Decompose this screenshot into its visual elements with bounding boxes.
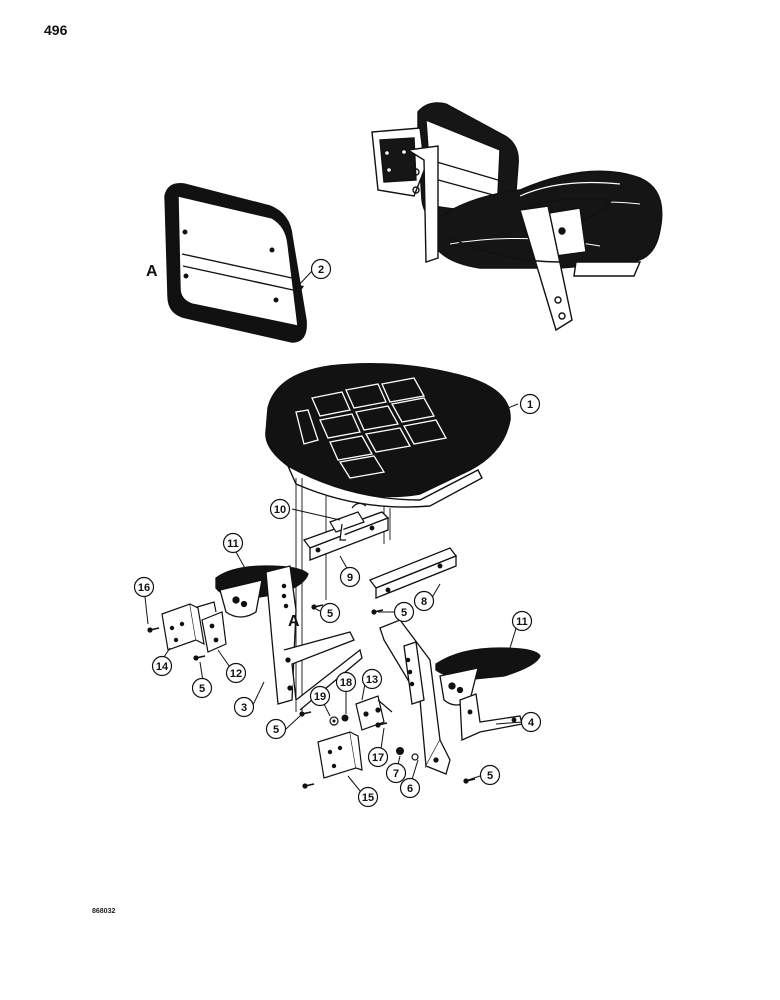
callout-16: 16 [133,576,155,598]
callout-19: 19 [309,685,331,707]
placement-arrows [294,284,502,416]
fasteners [146,603,476,790]
callout-number: 10 [274,504,286,516]
callout-10: 10 [269,498,291,520]
callout-number: 9 [347,572,353,584]
callout-number: 5 [327,608,333,620]
callout-11: 11 [511,610,533,632]
latch-part-13 [355,695,393,731]
callout-number: 13 [366,674,378,686]
back-cushion-part-2 [164,183,307,343]
callout-number: 5 [199,683,205,695]
plate-part-15 [317,731,363,779]
callout-number: 15 [362,792,374,804]
callout-13: 13 [361,668,383,690]
callout-number: 14 [156,661,169,673]
arm-bracket-part-4 [459,693,523,741]
callout-number: 11 [227,538,239,550]
callout-12: 12 [225,662,247,684]
seat-cushion-part-1 [265,363,511,508]
callout-number: 11 [516,616,528,628]
callout-number: 18 [340,677,352,689]
callout-number: 8 [421,596,427,608]
latch-part-10 [329,502,367,541]
callout-number: 19 [314,691,326,703]
bracket-part-12 [193,601,227,653]
callout-17: 17 [367,746,389,768]
view-label-a-back: A [146,263,158,280]
callout-number: 12 [230,668,242,680]
callout-number: 5 [487,770,493,782]
callout-2: 2 [310,258,332,280]
right-armrest-part-11 [435,647,541,706]
view-label-a-support: A [288,613,300,630]
callout-number: 6 [407,783,413,795]
callout-number: 4 [528,717,535,729]
callout-8: 8 [413,590,435,612]
callout-7: 7 [385,762,407,784]
callout-15: 15 [357,786,379,808]
callout-9: 9 [339,566,361,588]
callout-1: 1 [519,393,541,415]
callout-5: 5 [393,601,415,623]
callout-number: 7 [393,768,399,780]
callout-number: 2 [318,264,324,276]
callout-number: 16 [138,582,150,594]
callout-number: 17 [372,752,384,764]
callout-3: 3 [233,696,255,718]
callout-6: 6 [399,777,421,799]
callout-number: 5 [401,607,407,619]
callout-number: 3 [241,702,247,714]
callout-4: 4 [520,711,542,733]
slide-rail-part-9 [302,511,390,561]
callout-5: 5 [479,764,501,786]
callout-number: 1 [527,399,533,411]
callout-14: 14 [151,655,173,677]
callout-18: 18 [335,671,357,693]
figure-reference-number: 868032 [92,908,116,915]
bracket-part-14 [161,603,205,651]
page-number: 496 [44,22,68,38]
assembled-seat-illustration [371,102,663,332]
callout-number: 5 [273,724,279,736]
right-support-part-6 [379,619,451,775]
slide-rail-part-8 [368,547,458,599]
callout-11: 11 [222,532,244,554]
callout-5: 5 [319,602,341,624]
callout-5: 5 [265,718,287,740]
callout-5: 5 [191,677,213,699]
